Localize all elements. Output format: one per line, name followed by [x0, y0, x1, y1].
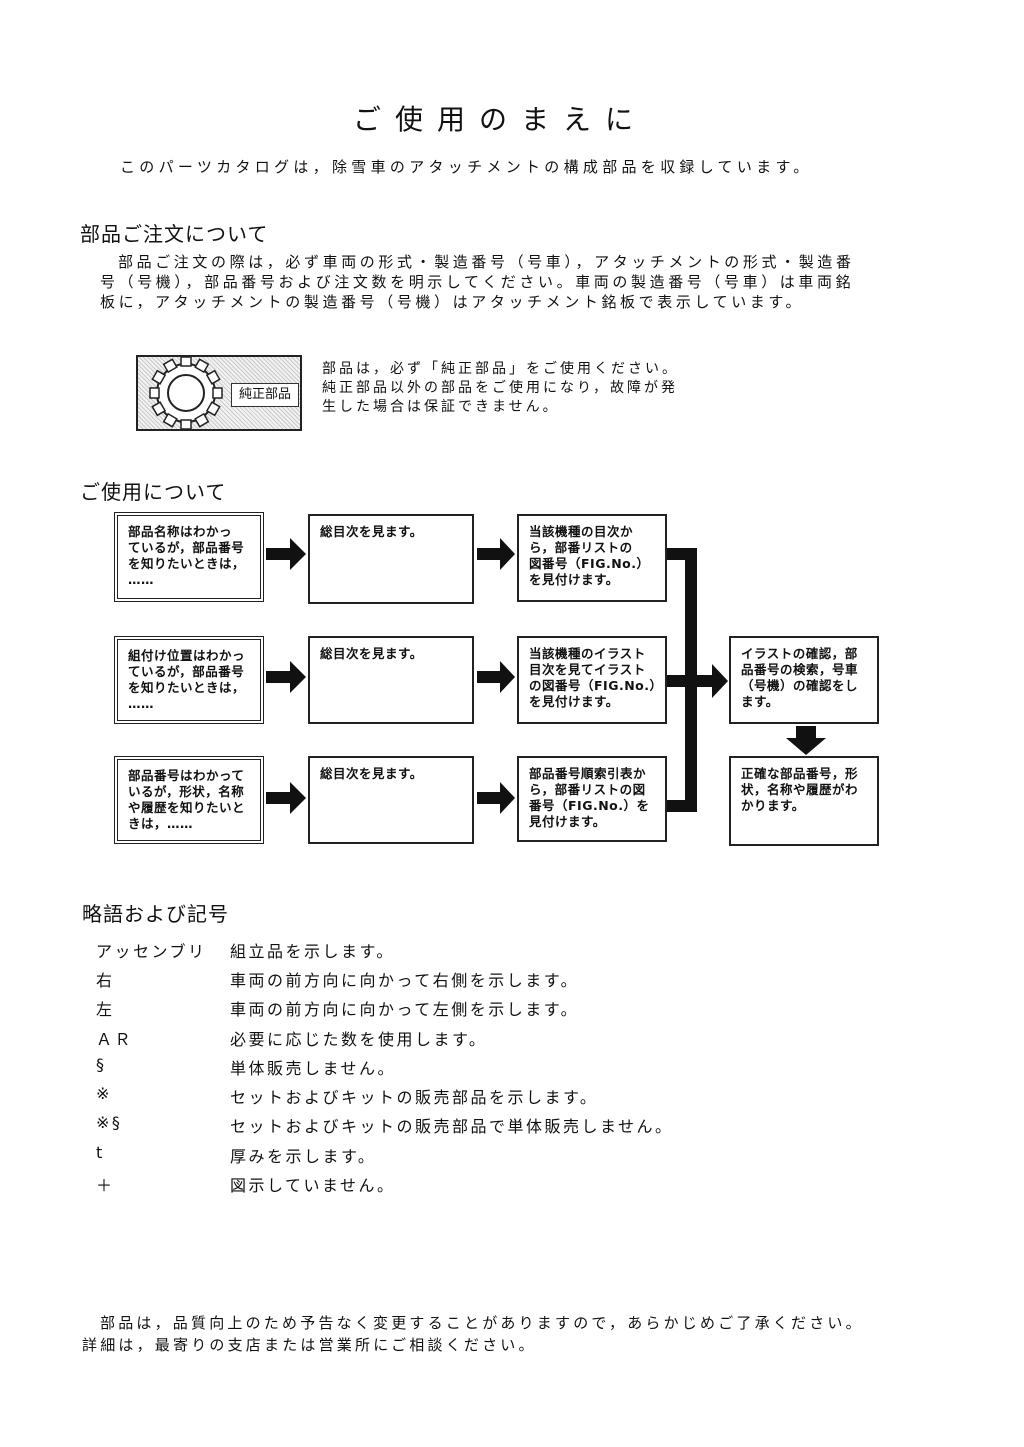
- usage-heading: ご使用について: [80, 480, 227, 504]
- arrow-icon: [477, 538, 515, 570]
- flow-connector: [667, 675, 697, 687]
- flow-confirm-box: イラストの確認，部 品番号の検索，号車 （号機）の確認をし ます。: [729, 636, 879, 724]
- arrow-icon: [477, 661, 515, 693]
- flow-result-box: 正確な部品番号，形 状，名称や履歴がわ かります。: [729, 756, 879, 846]
- flow-text: 総目次を見ます。: [320, 766, 423, 781]
- genuine-note-line: 純正部品以外の部品をご使用になり，故障が発: [322, 380, 679, 396]
- flow-text: ら，部番リストの図: [529, 782, 646, 797]
- flow-arrows: [266, 538, 826, 814]
- gear-icon: [149, 357, 223, 429]
- abbreviation-key: ＋: [96, 1176, 115, 1195]
- abbreviation-key: 右: [96, 971, 115, 990]
- flow-text: ら，部番リストの: [529, 540, 633, 555]
- flow-text: イラストの確認，部: [741, 646, 858, 661]
- page-title: ご使用のまえに: [352, 103, 647, 136]
- flow-toc-box-2: 総目次を見ます。: [308, 636, 474, 724]
- abbreviation-desc: 車両の前方向に向かって左側を示します。: [230, 1000, 580, 1019]
- flow-text: かります。: [741, 798, 805, 813]
- abbreviation-key: 左: [96, 1000, 115, 1019]
- ordering-heading: 部品ご注文について: [80, 222, 269, 246]
- genuine-note-line: 生した場合は保証できません。: [322, 399, 560, 415]
- abbreviation-desc: 組立品を示します。: [230, 942, 395, 961]
- flow-text: いるが，形状，名称: [128, 784, 245, 799]
- flow-text: 当該機種のイラスト: [529, 646, 646, 661]
- footer-note: 部品は，品質向上のため予告なく変更することがありますので，あらかじめご了承くださ…: [100, 1314, 864, 1332]
- intro-text: このパーツカタログは，除雪車のアタッチメントの構成部品を収録しています。: [120, 158, 813, 176]
- flow-toc-box-1: 総目次を見ます。: [308, 514, 474, 604]
- flow-text: 状，名称や履歴がわ: [741, 782, 859, 797]
- flow-text: を見付けます。: [529, 694, 619, 709]
- arrow-down-icon: [786, 726, 826, 755]
- abbreviation-key: ※: [96, 1084, 112, 1103]
- flow-find-box-3: 部品番号順索引表か ら，部番リストの図 番号（FIG.No.）を 見付けます。: [517, 756, 667, 842]
- flow-text: 総目次を見ます。: [320, 646, 423, 661]
- abbreviation-desc: 車両の前方向に向かって右側を示します。: [230, 971, 580, 990]
- ordering-line: 部品ご注文の際は，必ず車両の形式・製造番号（号車），アタッチメントの形式・製造番: [118, 253, 855, 271]
- arrow-icon: [266, 782, 306, 814]
- genuine-parts-emblem: [136, 355, 302, 431]
- flow-text: ているが，部品番号: [128, 540, 245, 555]
- genuine-parts-label: 純正部品: [231, 383, 299, 407]
- flow-text: ……: [128, 572, 154, 587]
- abbreviation-key: §: [96, 1055, 107, 1074]
- abbreviations-heading: 略語および記号: [82, 902, 229, 926]
- ordering-paragraph: 部品ご注文の際は，必ず車両の形式・製造番号（号車），アタッチメントの形式・製造番…: [100, 252, 920, 312]
- genuine-note-line: 部品は，必ず「純正部品」をご使用ください。: [322, 361, 679, 377]
- arrow-icon: [697, 664, 728, 698]
- flow-text: 組付け位置はわかっ: [128, 648, 246, 663]
- flow-text: 部品番号順索引表か: [529, 766, 647, 781]
- flow-connector: [667, 800, 697, 812]
- genuine-parts-note: 部品は，必ず「純正部品」をご使用ください。 純正部品以外の部品をご使用になり，故…: [322, 360, 679, 417]
- ordering-line: 号（号機），部品番号および注文数を明示してください。車両の製造番号（号車）は車両…: [100, 273, 855, 291]
- flow-toc-box-3: 総目次を見ます。: [308, 756, 474, 844]
- flow-start-box-1: 部品名称はわかっ ているが，部品番号 を知りたいときは， ……: [114, 512, 264, 602]
- arrow-icon: [266, 661, 306, 693]
- flow-text: ます。: [741, 694, 779, 709]
- flow-text: 部品名称はわかっ: [128, 524, 233, 539]
- abbreviation-desc: セットおよびキットの販売部品を示します。: [230, 1088, 599, 1107]
- flow-text: の図番号（FIG.No.）: [529, 678, 663, 693]
- flow-text: 番号（FIG.No.）を: [529, 798, 650, 813]
- flow-text: 部品番号はわかって: [128, 768, 245, 783]
- flow-start-box-3: 部品番号はわかって いるが，形状，名称 や履歴を知りたいと きは，……: [114, 756, 264, 844]
- ordering-line: 板に，アタッチメントの製造番号（号機）はアタッチメント銘板で表示しています。: [100, 293, 805, 311]
- abbreviation-desc: 必要に応じた数を使用します。: [230, 1030, 488, 1049]
- flow-text: きは，……: [128, 816, 194, 831]
- flow-text: （号機）の確認をし: [741, 678, 859, 693]
- flow-text: 正確な部品番号，形: [741, 766, 859, 781]
- flow-find-box-1: 当該機種の目次か ら，部番リストの 図番号（FIG.No.） を見付けます。: [517, 514, 667, 602]
- abbreviation-key: アッセンブリ: [96, 942, 207, 961]
- arrow-icon: [477, 782, 515, 814]
- flow-text: 総目次を見ます。: [320, 524, 423, 539]
- flow-text: 当該機種の目次か: [529, 524, 634, 539]
- flow-text: を知りたいときは，: [128, 556, 246, 571]
- abbreviation-desc: 図示していません。: [230, 1176, 396, 1195]
- flow-text: 図番号（FIG.No.）: [529, 556, 650, 571]
- flow-text: を知りたいときは，: [128, 680, 246, 695]
- flow-text: や履歴を知りたいと: [128, 800, 246, 815]
- flow-start-box-2: 組付け位置はわかっ ているが，部品番号 を知りたいときは， ……: [114, 636, 264, 724]
- footer-note: 詳細は，最寄りの支店または営業所にご相談ください。: [82, 1336, 537, 1354]
- abbreviation-desc: セットおよびキットの販売部品で単体販売しません。: [230, 1117, 674, 1136]
- flow-find-box-2: 当該機種のイラスト 目次を見てイラスト の図番号（FIG.No.） を見付けます…: [517, 636, 667, 724]
- flow-text: を見付けます。: [529, 572, 619, 587]
- flow-text: ……: [128, 696, 154, 711]
- flow-text: ているが，部品番号: [128, 664, 245, 679]
- flow-text: 品番号の検索，号車: [741, 662, 859, 677]
- flow-text: 目次を見てイラスト: [529, 662, 646, 677]
- arrow-icon: [266, 538, 306, 570]
- abbreviation-key: ＡＲ: [96, 1030, 134, 1049]
- abbreviation-desc: 厚みを示します。: [230, 1147, 377, 1166]
- abbreviation-key: t: [96, 1143, 105, 1162]
- flow-text: 見付けます。: [529, 814, 606, 829]
- abbreviation-desc: 単体販売しません。: [230, 1059, 397, 1078]
- abbreviation-key: ※§: [96, 1113, 123, 1132]
